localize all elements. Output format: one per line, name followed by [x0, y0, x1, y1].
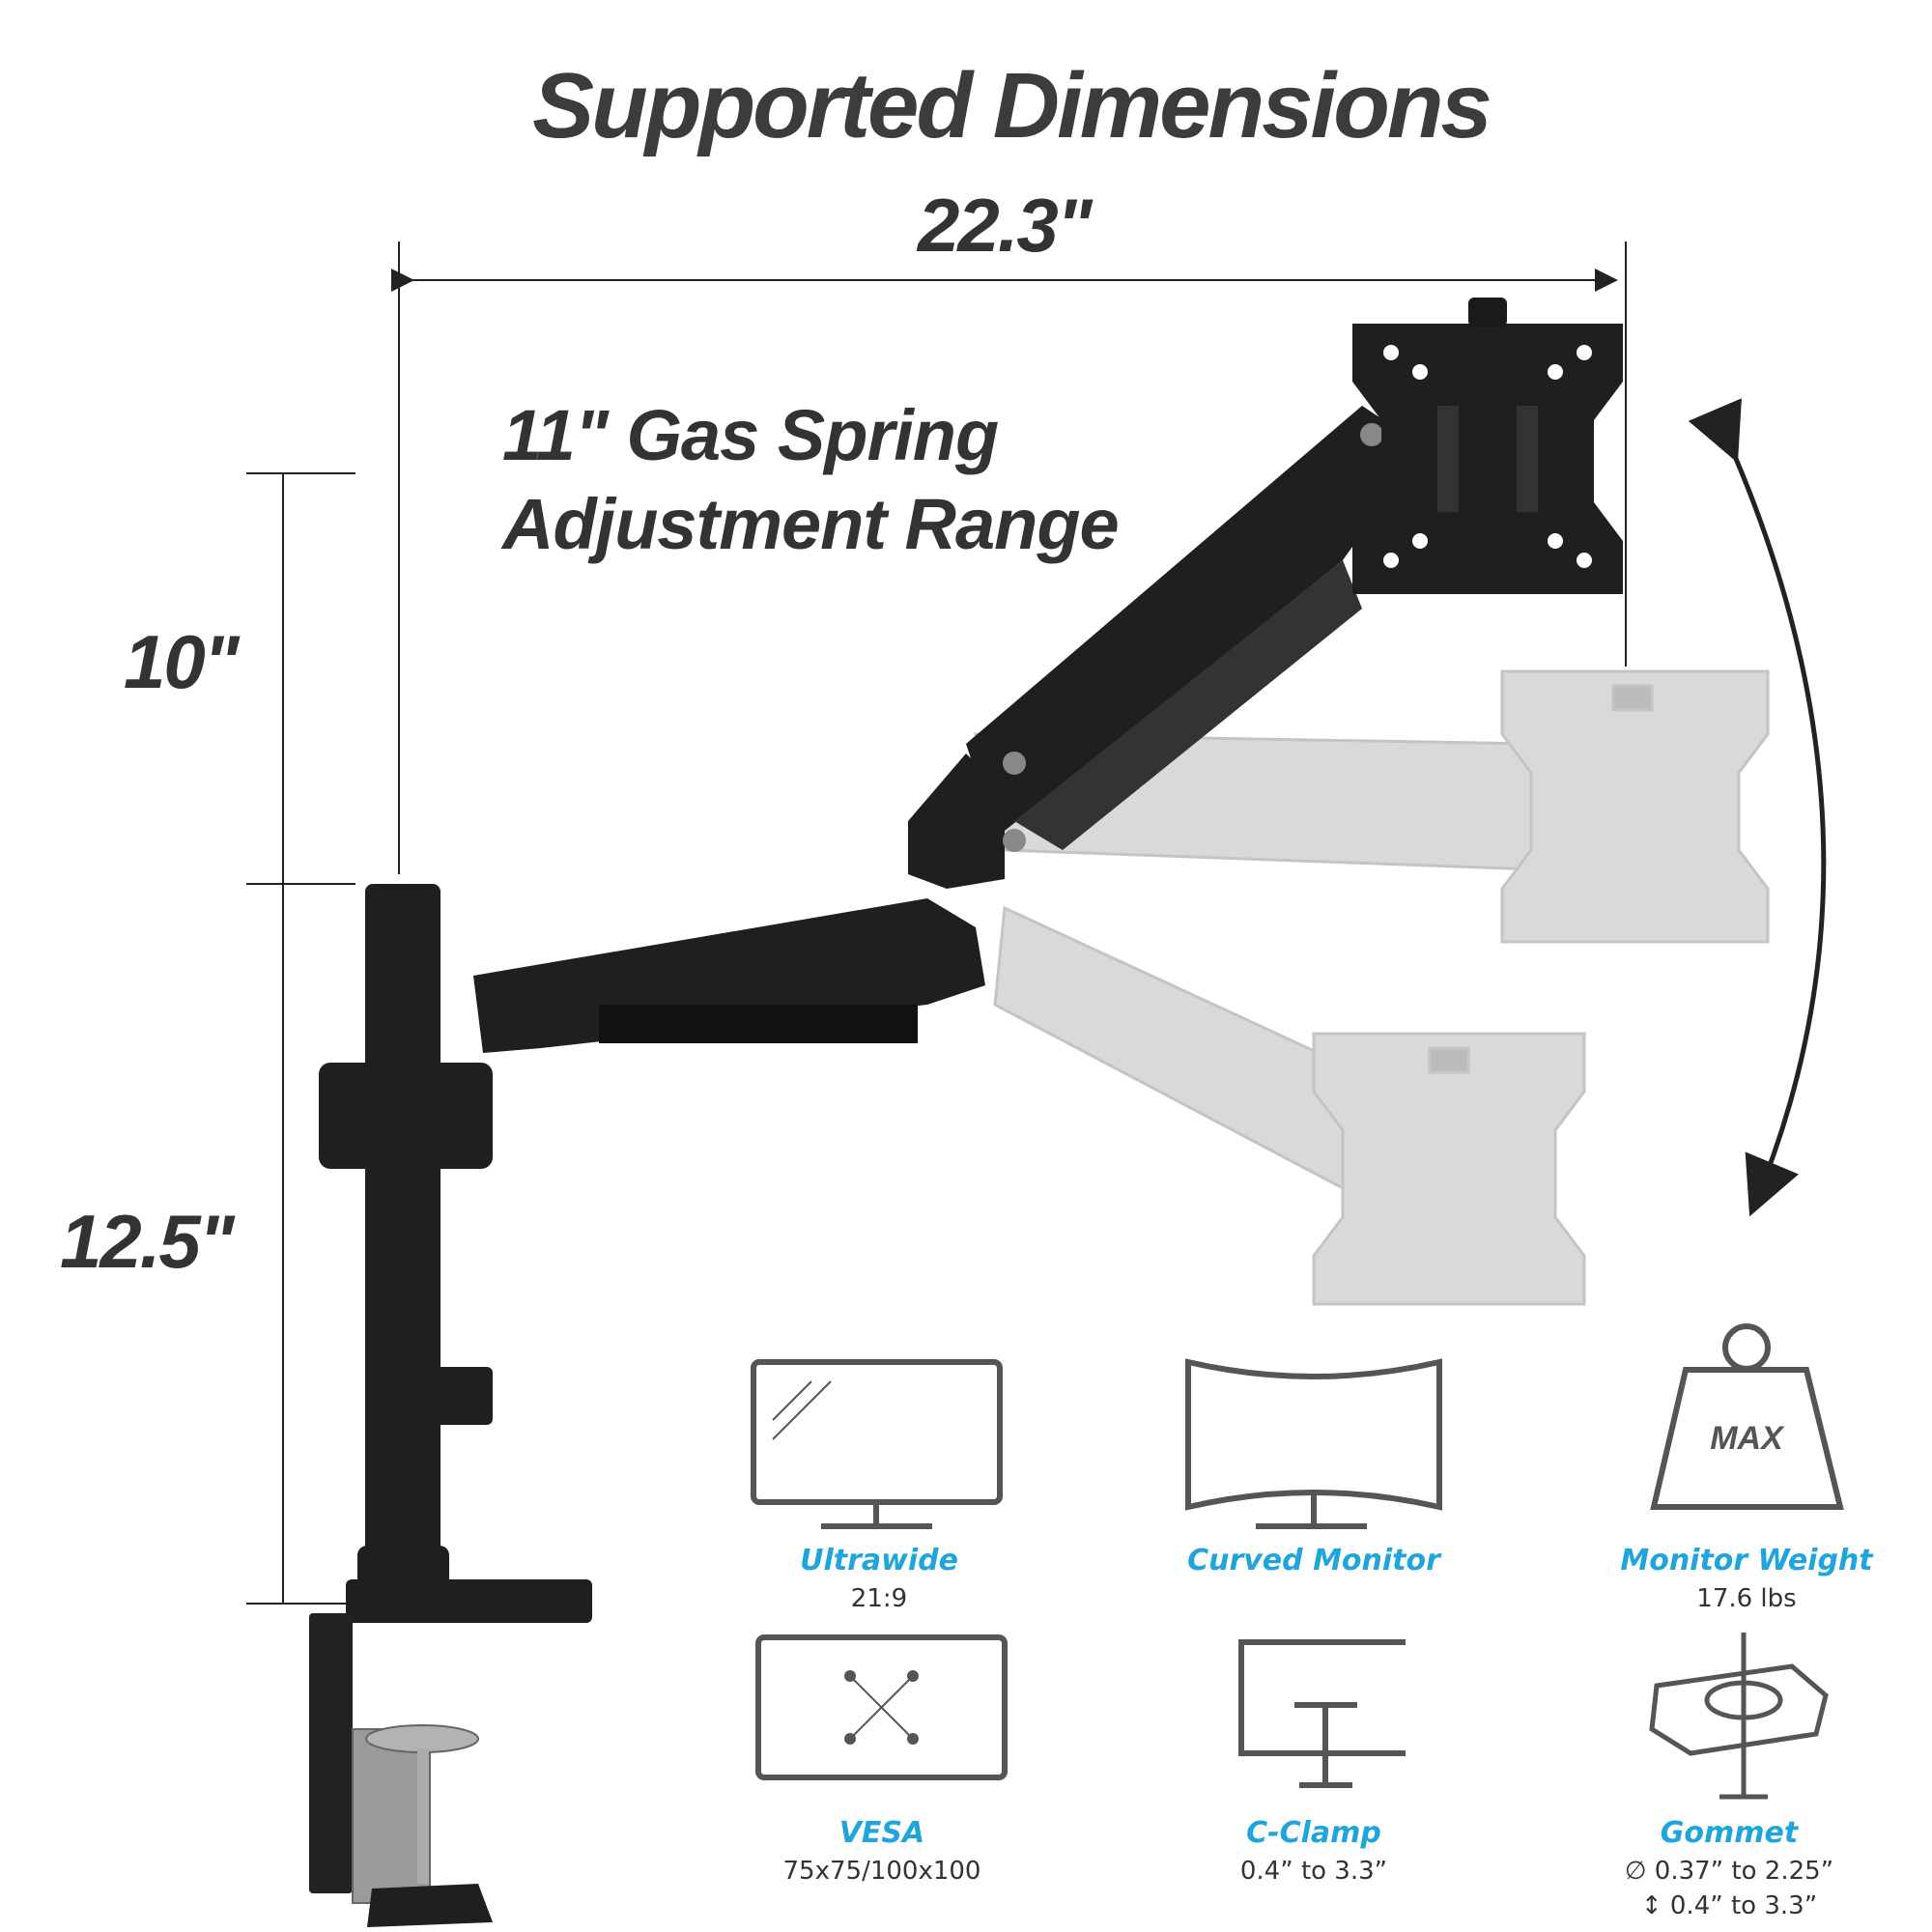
height-dimension-lines — [246, 472, 355, 1605]
ghost-vesa-plate-lower — [1312, 1032, 1586, 1306]
monitor-arm — [319, 406, 1391, 1623]
gas-spring-line-1: 11" Gas Spring — [502, 395, 999, 475]
tilt-range-arrow — [1688, 398, 1827, 1217]
weight-icon-text: MAX — [1710, 1420, 1785, 1457]
feature-grommet-diameter: ∅ 0.37” to 2.25” — [1526, 1857, 1932, 1886]
c-clamp-icon — [1238, 1639, 1406, 1788]
reach-dimension-line — [391, 242, 1627, 874]
upper-arm — [966, 406, 1391, 831]
arm-screw-3 — [1360, 423, 1383, 446]
ghost-arm-positions — [974, 669, 1770, 1306]
page-title: Supported Dimensions — [532, 54, 1492, 157]
feature-vesa-detail: 75x75/100x100 — [782, 1857, 981, 1886]
gas-spring — [1014, 560, 1362, 850]
reach-dimension-label: 22.3" — [918, 183, 1093, 268]
desk-clamp — [309, 1613, 493, 1927]
feature-vesa-label: VESA — [838, 1816, 925, 1850]
thickness-icon: ↕ — [1640, 1891, 1662, 1920]
ultrawide-monitor-icon — [751, 1359, 1003, 1529]
feature-ultrawide-detail: 21:9 — [850, 1584, 908, 1613]
curved-monitor-icon — [1185, 1358, 1442, 1529]
vesa-icon — [755, 1634, 1008, 1780]
feature-grommet-thickness: ↕ 0.4” to 3.3” — [1526, 1891, 1932, 1920]
feature-weight-detail: 17.6 lbs — [1696, 1584, 1797, 1613]
upper-height-label: 10" — [124, 619, 240, 704]
feature-c-clamp-label: C-Clamp — [1246, 1816, 1381, 1850]
diameter-icon: ∅ — [1624, 1857, 1647, 1886]
base-plate — [346, 1579, 592, 1623]
diameter-range: 0.37” to 2.25” — [1654, 1857, 1834, 1886]
arm-screw-2 — [1003, 829, 1026, 852]
feature-ultrawide-label: Ultrawide — [800, 1544, 958, 1577]
grommet-icon — [1649, 1633, 1829, 1800]
weight-icon — [1650, 1323, 1844, 1510]
gas-spring-range-label: 11" Gas Spring Adjustment Range — [502, 391, 1120, 569]
pole-collar — [319, 1063, 493, 1169]
pole-lock — [396, 1367, 493, 1425]
feature-weight-label: Monitor Weight — [1620, 1544, 1873, 1577]
feature-curved-label: Curved Monitor — [1187, 1544, 1440, 1577]
ghost-vesa-plate-upper — [1500, 669, 1770, 944]
pole-height-label: 12.5" — [60, 1199, 235, 1284]
thickness-range: 0.4” to 3.3” — [1669, 1891, 1818, 1920]
vesa-plate — [1352, 298, 1623, 594]
gas-spring-line-2: Adjustment Range — [502, 484, 1120, 564]
feature-grommet-label: Gommet — [1660, 1816, 1799, 1850]
pole — [365, 884, 440, 1604]
arm-screw-1 — [1003, 752, 1026, 775]
feature-c-clamp-detail: 0.4” to 3.3” — [1239, 1857, 1388, 1886]
